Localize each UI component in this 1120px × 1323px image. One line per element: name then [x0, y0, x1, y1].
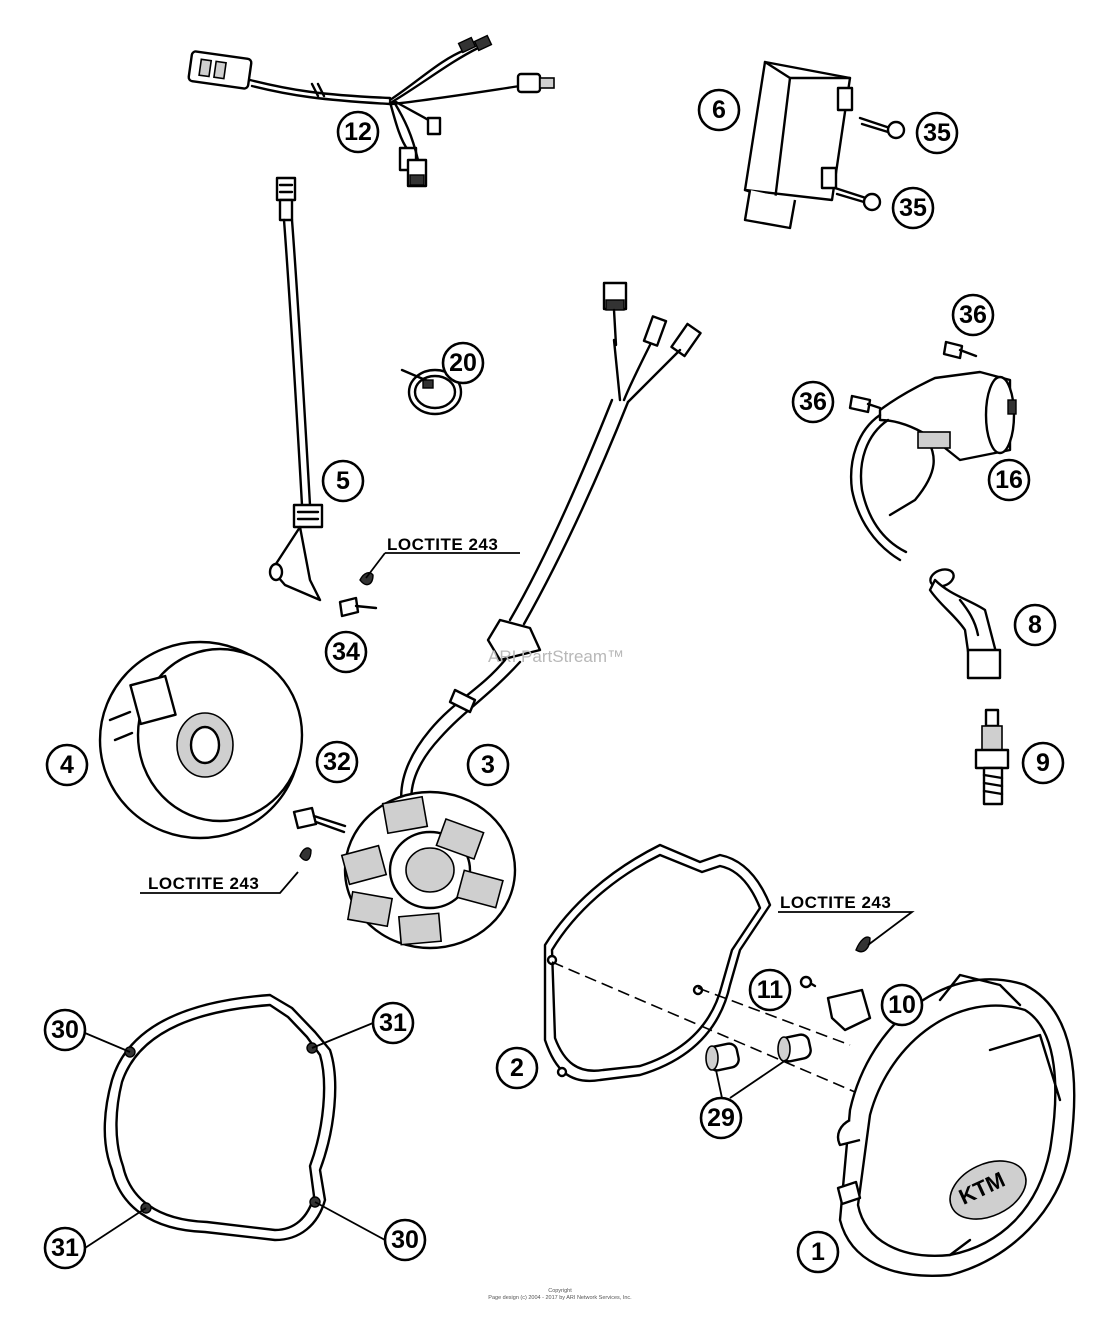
- svg-text:31: 31: [379, 1009, 407, 1037]
- part-label-36a[interactable]: 36: [951, 293, 995, 337]
- svg-text:8: 8: [1028, 611, 1042, 639]
- part-label-8[interactable]: 8: [1013, 603, 1057, 647]
- svg-text:34: 34: [332, 638, 360, 666]
- bolt-36-part: [848, 340, 978, 414]
- crankcase-gasket-part: [103, 993, 337, 1242]
- part-label-30a[interactable]: 30: [43, 1008, 87, 1052]
- svg-text:1: 1: [811, 1238, 825, 1266]
- bolt-32-part: [292, 806, 347, 861]
- svg-text:2: 2: [510, 1054, 524, 1082]
- ignition-cover-part: [836, 973, 1076, 1277]
- svg-text:35: 35: [923, 119, 951, 147]
- part-label-29[interactable]: 29: [699, 1096, 743, 1140]
- part-label-30b[interactable]: 30: [383, 1218, 427, 1262]
- part-label-12[interactable]: 12: [336, 110, 380, 154]
- svg-text:36: 36: [799, 388, 827, 416]
- svg-text:30: 30: [51, 1016, 79, 1044]
- watermark: ARI PartStream™: [488, 647, 624, 666]
- svg-text:11: 11: [757, 976, 784, 1004]
- leader-lines: [84, 552, 915, 1249]
- part-label-11[interactable]: 11: [748, 968, 792, 1012]
- part-label-31b[interactable]: 31: [43, 1226, 87, 1270]
- ignition-coil-part: [850, 370, 1017, 562]
- part-label-2[interactable]: 2: [495, 1046, 539, 1090]
- part-label-35a[interactable]: 35: [915, 111, 959, 155]
- pickup-cable-part: [268, 176, 324, 602]
- bolt-34-part: [338, 572, 378, 618]
- cdi-unit-part: [743, 60, 854, 230]
- part-label-4[interactable]: 4: [45, 743, 89, 787]
- svg-text:9: 9: [1036, 749, 1050, 777]
- part-label-5[interactable]: 5: [321, 459, 365, 503]
- loctite-callout-top: LOCTITE 243: [387, 535, 498, 554]
- svg-text:3: 3: [481, 751, 495, 779]
- spark-plug-cap-part: [928, 568, 1002, 680]
- svg-text:10: 10: [888, 991, 916, 1019]
- svg-text:29: 29: [707, 1104, 735, 1132]
- wiring-harness-part: [187, 34, 555, 188]
- screw-35-part: [833, 116, 906, 212]
- footer-page-design: Page design (c) 2004 - 2017 by ARI Netwo…: [488, 1295, 632, 1301]
- cover-gasket-part: [543, 843, 772, 1083]
- svg-text:4: 4: [60, 751, 74, 779]
- loctite-callout-right: LOCTITE 243: [780, 893, 891, 912]
- part-label-34[interactable]: 34: [324, 630, 368, 674]
- svg-text:6: 6: [712, 96, 726, 124]
- svg-text:35: 35: [899, 194, 927, 222]
- flywheel-part: [98, 640, 304, 840]
- stator-part: [340, 281, 702, 950]
- part-label-6[interactable]: 6: [697, 88, 741, 132]
- part-label-35b[interactable]: 35: [891, 186, 935, 230]
- part-label-9[interactable]: 9: [1021, 741, 1065, 785]
- part-label-3[interactable]: 3: [466, 743, 510, 787]
- svg-text:20: 20: [449, 349, 477, 377]
- plate-part: [799, 936, 872, 1032]
- part-label-31a[interactable]: 31: [371, 1001, 415, 1045]
- assembly-line: [551, 961, 856, 1093]
- svg-text:36: 36: [959, 301, 987, 329]
- part-label-16[interactable]: 16: [987, 458, 1031, 502]
- part-label-1[interactable]: 1: [796, 1230, 840, 1274]
- svg-text:32: 32: [323, 748, 351, 776]
- dowel-sleeve-part: [705, 1033, 812, 1072]
- svg-text:5: 5: [336, 467, 350, 495]
- spark-plug-part: [974, 708, 1010, 806]
- footer-copyright: Copyright: [548, 1288, 572, 1294]
- part-label-32[interactable]: 32: [315, 740, 359, 784]
- loctite-callout-left: LOCTITE 243: [148, 874, 259, 893]
- cable-tie-part: [400, 368, 463, 416]
- assembly-line: [697, 987, 851, 1046]
- svg-text:30: 30: [391, 1226, 419, 1254]
- svg-text:12: 12: [344, 118, 372, 146]
- svg-text:16: 16: [995, 466, 1023, 494]
- part-label-10[interactable]: 10: [880, 983, 924, 1027]
- part-label-36b[interactable]: 36: [791, 380, 835, 424]
- part-label-20[interactable]: 20: [441, 341, 485, 385]
- svg-text:31: 31: [51, 1234, 79, 1262]
